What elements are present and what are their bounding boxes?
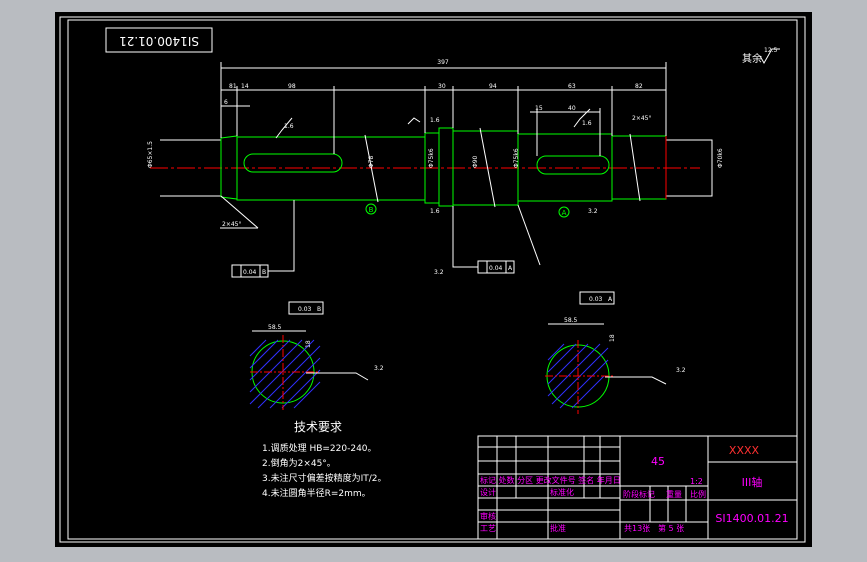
title-standardize: 标准化 [550, 487, 574, 497]
section-left-leader [306, 372, 369, 381]
dim-overall: 397 [437, 59, 449, 66]
extension-lines [220, 62, 667, 156]
tolerance-mid-datum: A [508, 265, 513, 272]
tolerance-sec-right-datum: A [608, 296, 613, 303]
tolerance-frame-sec-left [288, 301, 324, 315]
rough-1: 1.6 [284, 123, 294, 130]
title-check: 审核 [480, 511, 496, 521]
break-line-mid [479, 127, 496, 208]
tolerance-left: 0.04 [243, 269, 257, 276]
roughness-note: 其余 [742, 52, 762, 65]
section-right-rough: 3.2 [676, 367, 686, 374]
drawing-number-stamp [105, 27, 213, 53]
drawing-number-stamp-text: SI1400.01.21 [119, 34, 199, 48]
title-sheet-no: 第 5 张 [658, 523, 684, 533]
dia-right: Φ70k6 [717, 148, 724, 168]
mid-leader-2 [517, 204, 541, 266]
roughness-symbol-icon [759, 48, 780, 65]
title-process: 工艺 [480, 524, 496, 533]
dim-6: 6 [224, 99, 228, 106]
dim-40: 40 [568, 105, 576, 112]
datum-b: B [369, 206, 374, 214]
rough-2: 1.6 [582, 120, 592, 127]
tech-item-3: 3.未注尺寸偏差按精度为IT/2。 [262, 472, 387, 484]
tolerance-sec-left: 0.03 [298, 306, 312, 313]
title-block [477, 435, 798, 540]
title-drawing-no: SI1400.01.21 [715, 512, 788, 525]
dim-14: 14 [241, 83, 249, 90]
title-designer: 设计 [480, 487, 496, 497]
tolerance-frame-sec-right [579, 291, 615, 305]
inner-frame [67, 19, 798, 540]
dim-98: 98 [288, 83, 296, 90]
dim-30: 30 [438, 83, 446, 90]
break-line-right [629, 133, 641, 202]
roughness-symbol-icon [573, 108, 591, 128]
title-approve: 批准 [550, 523, 566, 533]
tolerance-left-datum: B [262, 269, 266, 276]
roughness-symbol-icon [275, 117, 293, 139]
keyway-right [536, 155, 610, 175]
section-left [249, 335, 321, 410]
rough-5: 3.2 [588, 208, 598, 215]
section-left-dim: 58.5 [268, 324, 282, 331]
title-sheets-total: 共13张 [624, 524, 650, 533]
tolerance-sec-right: 0.03 [589, 296, 603, 303]
title-material: 45 [651, 455, 665, 468]
title-weight: 重量 [666, 489, 682, 499]
section-right-leader [605, 376, 667, 385]
section-left-rough: 3.2 [374, 365, 384, 372]
tech-title: 技术要求 [294, 420, 342, 434]
title-scale-label: 比例 [690, 489, 706, 499]
tech-item-2: 2.倒角为2×45°。 [262, 457, 336, 469]
outer-frame [59, 16, 806, 543]
dia-mid: Φ78 [368, 155, 375, 168]
tech-item-1: 1.调质处理 HB=220-240。 [262, 442, 377, 454]
tolerance-leader-left [268, 200, 295, 272]
datum-a-marker [558, 206, 570, 218]
chamfer-left: 2×45° [222, 221, 241, 228]
title-part-name: III轴 [742, 475, 763, 489]
title-scale: 1:2 [690, 477, 703, 486]
dia-left: Φ65×1.5 [147, 141, 154, 168]
datum-b-marker [365, 203, 377, 215]
rough-3: 1.6 [430, 117, 440, 124]
dia-k6: Φ75k6 [428, 148, 435, 168]
break-line-left [364, 134, 379, 203]
tolerance-mid: 0.04 [489, 265, 503, 272]
shaft-right-stub [666, 139, 713, 197]
dim-63: 63 [568, 83, 576, 90]
dia-k6b: Φ75k6 [513, 148, 520, 168]
chamfer-leader [220, 195, 259, 229]
datum-a: A [562, 209, 567, 217]
rough-6: 3.2 [434, 269, 444, 276]
tolerance-leader-mid [452, 206, 478, 268]
dia-90: Φ90 [472, 155, 479, 168]
chamfer-right: 2×45° [632, 115, 651, 122]
roughness-symbol-icon [407, 117, 421, 125]
title-company: XXXX [729, 444, 760, 457]
dim-15: 15 [535, 105, 543, 112]
dim-94: 94 [489, 83, 497, 90]
section-left-key: 18 [305, 340, 312, 348]
section-right-dim: 58.5 [564, 317, 578, 324]
rough-4: 1.6 [430, 208, 440, 215]
keyway-left [243, 153, 343, 173]
title-stage-label: 阶段标记 [623, 489, 655, 499]
dim-81: 81 [229, 83, 237, 90]
dim-82: 82 [635, 83, 643, 90]
roughness-note-value: 12.5 [764, 47, 778, 54]
section-right-key: 18 [609, 334, 616, 342]
drawing-sheet[interactable] [55, 12, 812, 547]
tech-item-4: 4.未注圆角半径R=2mm。 [262, 487, 371, 499]
tolerance-sec-left-datum: B [317, 306, 321, 313]
shaft-segment-collar [438, 127, 454, 207]
title-row-labels: 标记 处数 分区 更改文件号 签名 年月日 [480, 475, 621, 485]
section-right [545, 340, 615, 414]
